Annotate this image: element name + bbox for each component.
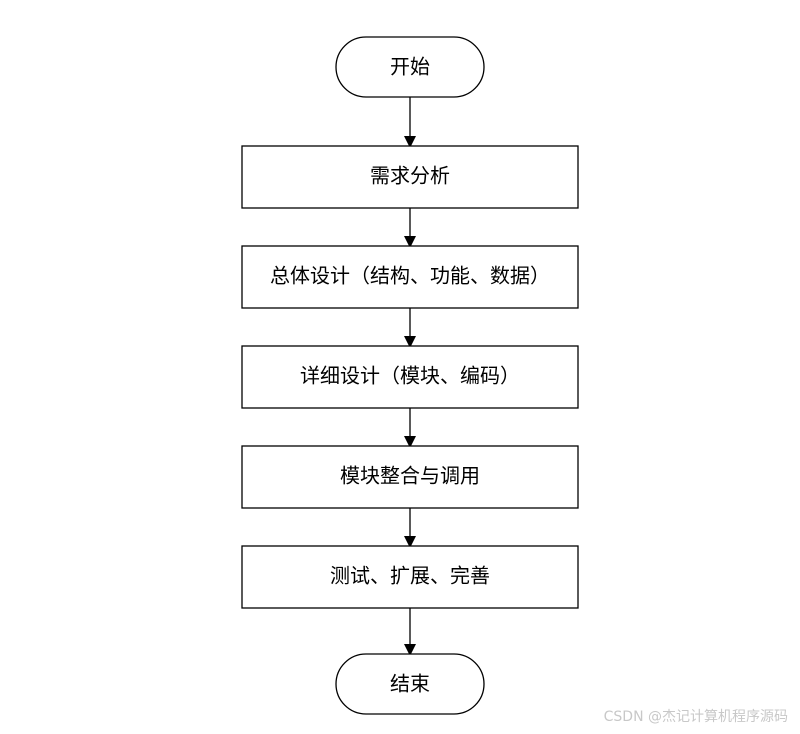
step-module-integration: 模块整合与调用	[241, 445, 579, 509]
step-label: 总体设计（结构、功能、数据）	[270, 264, 550, 288]
step-label: 详细设计（模块、编码）	[300, 364, 520, 388]
step-detailed-design: 详细设计（模块、编码）	[241, 345, 579, 409]
step-label: 测试、扩展、完善	[330, 564, 490, 588]
end-node: 结束	[335, 653, 485, 715]
step-requirements-analysis: 需求分析	[241, 145, 579, 209]
start-node: 开始	[335, 36, 485, 98]
end-label: 结束	[390, 672, 430, 696]
start-label: 开始	[390, 55, 430, 79]
step-testing-extension: 测试、扩展、完善	[241, 545, 579, 609]
step-overall-design: 总体设计（结构、功能、数据）	[241, 245, 579, 309]
step-label: 需求分析	[370, 164, 450, 188]
csdn-watermark: CSDN @杰记计算机程序源码	[603, 709, 788, 725]
step-label: 模块整合与调用	[340, 464, 480, 488]
